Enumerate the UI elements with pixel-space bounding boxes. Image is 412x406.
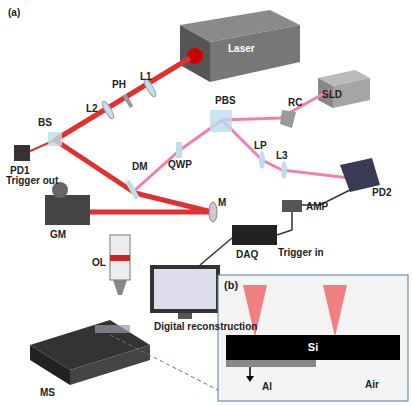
node-text: (b) bbox=[224, 280, 408, 291]
node-text: Si bbox=[226, 342, 400, 353]
part-label: M bbox=[218, 198, 226, 208]
part-label: PH bbox=[112, 80, 126, 90]
part-label: (a) bbox=[8, 8, 20, 18]
part-label: Digital reconstruction bbox=[154, 322, 257, 332]
part-label: RC bbox=[288, 98, 302, 108]
part-label: AMP bbox=[306, 202, 328, 212]
part-label: BS bbox=[38, 118, 52, 128]
part-label: DM bbox=[132, 162, 148, 172]
part-label: SLD bbox=[322, 90, 342, 100]
silicon-layer: Si bbox=[226, 335, 400, 360]
part-label: PD1 bbox=[10, 166, 29, 176]
part-label: QWP bbox=[168, 160, 192, 170]
inset-panel: (b) Si bbox=[218, 275, 408, 401]
part-label: DAQ bbox=[236, 250, 258, 260]
part-label: GM bbox=[50, 230, 66, 240]
part-label: Trigger in bbox=[278, 248, 324, 258]
part-label: MS bbox=[40, 388, 55, 398]
part-label: Trigger out bbox=[6, 176, 58, 186]
part-label: L1 bbox=[140, 72, 152, 82]
part-label: Al bbox=[262, 382, 272, 392]
part-label: Laser bbox=[228, 44, 255, 54]
part-label: LP bbox=[254, 141, 267, 151]
part-label: L2 bbox=[86, 104, 98, 114]
part-label: Air bbox=[365, 380, 379, 390]
part-label: L3 bbox=[276, 151, 288, 161]
part-label: PBS bbox=[215, 96, 236, 106]
part-label: PD2 bbox=[372, 188, 391, 198]
part-label: OL bbox=[92, 258, 106, 268]
